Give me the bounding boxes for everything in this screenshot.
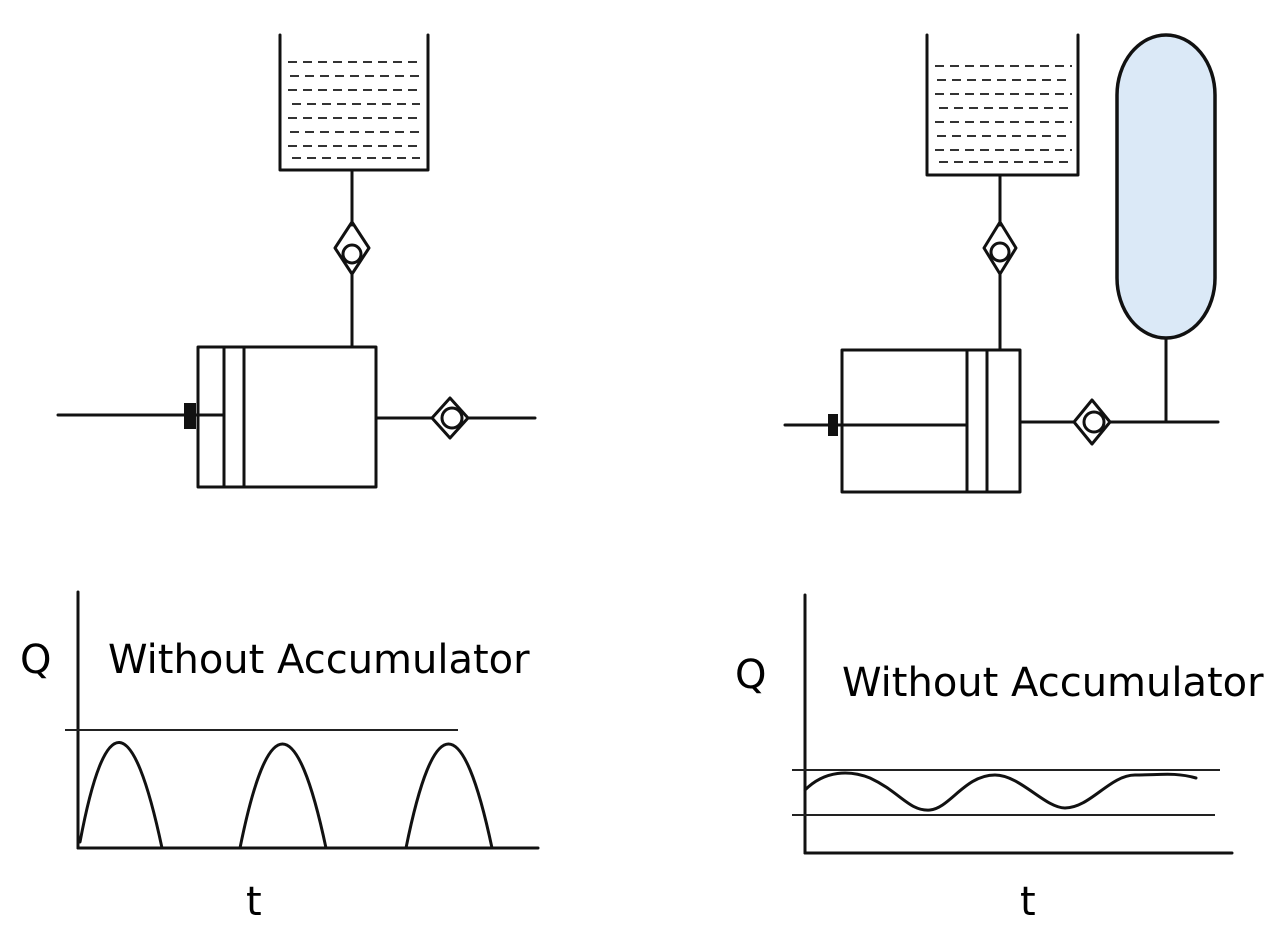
right-flow-graph: Q Without Accumulator t [735, 593, 1264, 925]
right-reservoir-tank [925, 33, 1080, 177]
right-system [783, 33, 1220, 494]
right-suction-check-valve [982, 220, 1018, 276]
right-flow-wave [803, 771, 1198, 812]
left-pump-cylinder [196, 345, 378, 489]
right-q-label: Q [735, 652, 766, 698]
right-graph-title: Without Accumulator [842, 660, 1264, 706]
left-q-label: Q [20, 637, 51, 683]
right-t-label: t [1020, 879, 1036, 925]
left-flow-pulse-1 [78, 741, 164, 850]
right-discharge-check-valve [1072, 398, 1112, 446]
accumulator-vessel [1115, 33, 1217, 340]
left-flow-graph: Q Without Accumulator t [20, 590, 540, 925]
left-t-label: t [246, 879, 262, 925]
left-graph-title: Without Accumulator [108, 637, 530, 683]
left-piston-rod [56, 403, 226, 429]
left-suction-check-valve [333, 220, 371, 276]
left-discharge-check-valve [430, 396, 470, 440]
right-pump-cylinder [840, 348, 1022, 494]
left-system [56, 33, 537, 489]
right-piston-rod [783, 414, 969, 436]
left-reservoir-tank [278, 33, 430, 172]
left-flow-pulse-2 [238, 742, 328, 850]
left-flow-pulse-3 [404, 742, 494, 850]
